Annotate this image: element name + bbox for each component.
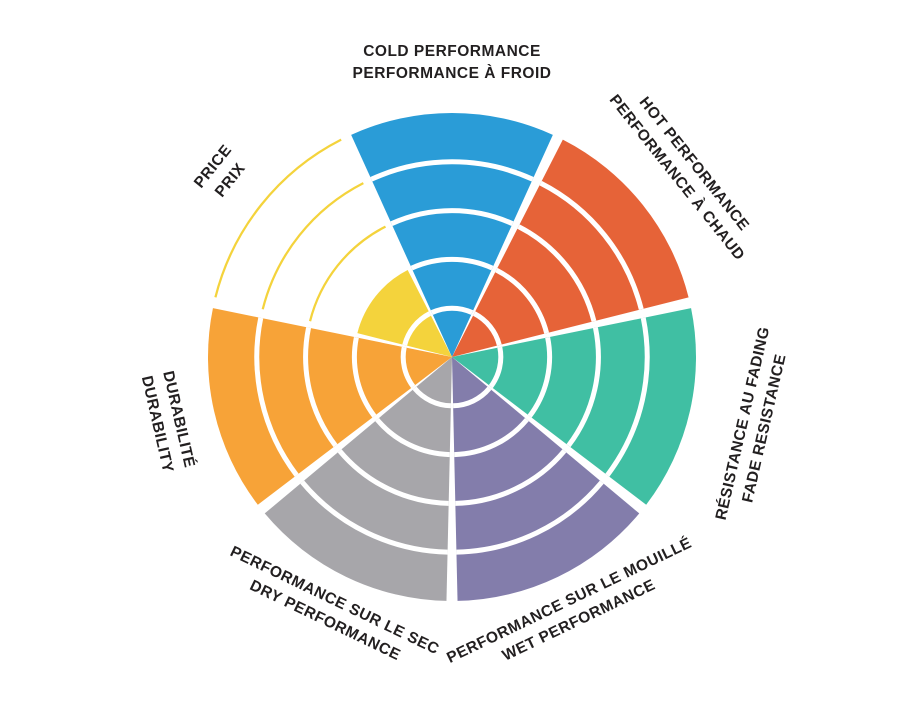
wheel-sector-hot-performance [452, 139, 689, 357]
ring-divider [412, 386, 452, 409]
ring-divider [402, 311, 432, 346]
ring-divider [454, 417, 529, 458]
empty-ring-outline-price [308, 225, 387, 322]
ring-divider [452, 386, 492, 409]
sector-fill-price [357, 270, 452, 357]
sector-label-durability: DURABILITÉDURABILITY [138, 369, 198, 474]
sector-fill-hot-performance [452, 139, 689, 357]
ring-divider [527, 336, 553, 418]
sector-fill-fade-resistance [452, 308, 696, 505]
ring-divider [390, 208, 514, 226]
wheel-sector-wet-performance [452, 357, 640, 601]
sector-label-fade-resistance: RÉSISTANCE AU FADINGFADE RESISTANCE [713, 325, 795, 526]
ring-divider [337, 449, 449, 506]
ring-divider [351, 336, 377, 418]
wheel-sector-durability [207, 308, 452, 505]
ring-divider [605, 317, 650, 477]
empty-ring-outline-price [214, 138, 342, 298]
sector-label-price: PRICEPRIX [191, 142, 253, 205]
ring-divider [410, 256, 494, 271]
ring-divider [430, 305, 474, 315]
sector-fill-cold-performance [351, 113, 553, 357]
ring-divider [517, 224, 597, 322]
ring-divider [488, 346, 504, 389]
ring-divider [456, 480, 604, 555]
sector-fill-wet-performance [452, 357, 640, 601]
wheel-sector-dry-performance [264, 357, 452, 601]
sector-label-line-1: HOT PERFORMANCE [636, 94, 753, 234]
ring-divider [472, 311, 502, 346]
ring-divider [303, 327, 338, 448]
ring-divider [455, 449, 567, 506]
ring-divider [539, 180, 644, 310]
sector-label-line-1: COLD PERFORMANCE [363, 43, 541, 60]
wheel-sector-fade-resistance [452, 308, 696, 505]
sector-label-cold-performance: COLD PERFORMANCE PERFORMANCE À FROID [353, 43, 552, 82]
empty-ring-outline-price [261, 182, 364, 310]
ring-divider [370, 159, 534, 182]
ring-divider [254, 317, 299, 477]
sector-fill-durability [207, 308, 452, 505]
sector-fill-dry-performance [264, 357, 452, 601]
ring-divider [495, 267, 550, 334]
wheel-sector-price [214, 138, 452, 357]
ring-divider [375, 417, 450, 458]
sector-label-line-2: PERFORMANCE À FROID [353, 65, 552, 82]
ring-divider [300, 480, 448, 555]
wheel-sector-cold-performance [351, 113, 553, 357]
ring-divider [400, 346, 416, 389]
ring-divider [566, 327, 601, 448]
